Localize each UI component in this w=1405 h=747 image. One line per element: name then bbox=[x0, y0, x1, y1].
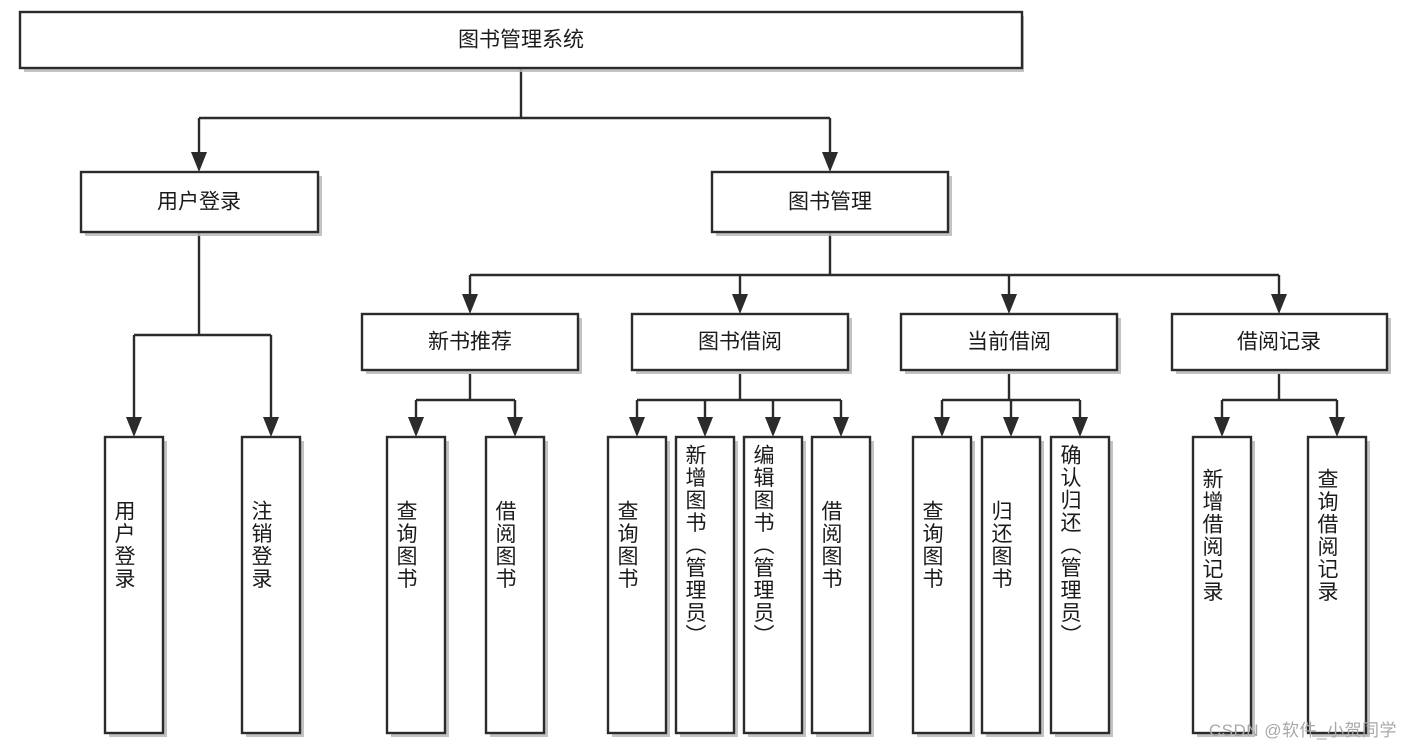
node-root-box[interactable] bbox=[18, 10, 1024, 70]
arrow-leaf-add-book bbox=[697, 417, 713, 437]
node-root-label: 图书管理系统 bbox=[458, 29, 584, 52]
arrow-to-borrow-record bbox=[1271, 294, 1287, 314]
leaf-borrow-book-1-box[interactable] bbox=[484, 435, 546, 735]
arrow-leaf-logout bbox=[263, 417, 279, 437]
node-book-borrow-box[interactable] bbox=[630, 312, 850, 372]
arrow-leaf-user-login bbox=[126, 417, 142, 437]
leaf-query-book-2-box[interactable] bbox=[606, 435, 668, 735]
arrow-to-new-book bbox=[462, 294, 478, 314]
arrow-to-book-borrow bbox=[732, 294, 748, 314]
node-user-login-label: 用户登录 bbox=[157, 191, 241, 214]
arrow-to-book-manage bbox=[822, 152, 838, 172]
leaf-edit-book-box[interactable] bbox=[742, 435, 804, 735]
leaf-confirm-return-box[interactable] bbox=[1049, 435, 1111, 735]
arrow-leaf-query-record bbox=[1329, 417, 1345, 437]
leaf-query-record-box[interactable] bbox=[1306, 435, 1368, 735]
arrow-leaf-query-book-3 bbox=[934, 417, 950, 437]
leaf-add-record-box[interactable] bbox=[1191, 435, 1253, 735]
arrow-leaf-return-book bbox=[1003, 417, 1019, 437]
node-book-borrow-label: 图书借阅 bbox=[698, 331, 782, 354]
arrow-to-current-borrow bbox=[1001, 294, 1017, 314]
arrow-leaf-borrow-book-2 bbox=[833, 417, 849, 437]
leaf-query-book-3-box[interactable] bbox=[911, 435, 973, 735]
node-user-login-box[interactable] bbox=[79, 170, 320, 234]
arrow-leaf-query-book-2 bbox=[629, 417, 645, 437]
leaf-logout-box[interactable] bbox=[240, 435, 302, 735]
arrow-to-user-login bbox=[191, 152, 207, 172]
node-book-manage-box[interactable] bbox=[710, 170, 950, 234]
arrow-leaf-confirm-return bbox=[1072, 417, 1088, 437]
leaf-user-login-box[interactable] bbox=[103, 435, 165, 735]
leaf-return-book-box[interactable] bbox=[980, 435, 1042, 735]
csdn-watermark: CSDN @软件_小贺同学 bbox=[1208, 721, 1397, 740]
node-current-borrow-label: 当前借阅 bbox=[967, 331, 1051, 354]
node-borrow-record-box[interactable] bbox=[1170, 312, 1389, 372]
leaf-borrow-book-2-box[interactable] bbox=[810, 435, 872, 735]
node-new-book-recommend-label: 新书推荐 bbox=[428, 331, 512, 354]
arrow-leaf-add-record bbox=[1214, 417, 1230, 437]
arrow-leaf-query-book-1 bbox=[408, 417, 424, 437]
node-borrow-record-label: 借阅记录 bbox=[1237, 331, 1321, 354]
leaf-query-book-1-box[interactable] bbox=[385, 435, 447, 735]
connector-layer bbox=[126, 68, 1345, 437]
node-new-book-recommend-box[interactable] bbox=[360, 312, 580, 372]
arrow-leaf-edit-book bbox=[765, 417, 781, 437]
node-layer: 图书管理系统 用户登录 图书管理 新书推荐 图书借阅 当前借阅 借阅记录 bbox=[18, 10, 1391, 737]
leaf-add-book-box[interactable] bbox=[674, 435, 736, 735]
node-current-borrow-box[interactable] bbox=[899, 312, 1119, 372]
node-book-manage-label: 图书管理 bbox=[788, 191, 872, 214]
arrow-leaf-borrow-book-1 bbox=[507, 417, 523, 437]
